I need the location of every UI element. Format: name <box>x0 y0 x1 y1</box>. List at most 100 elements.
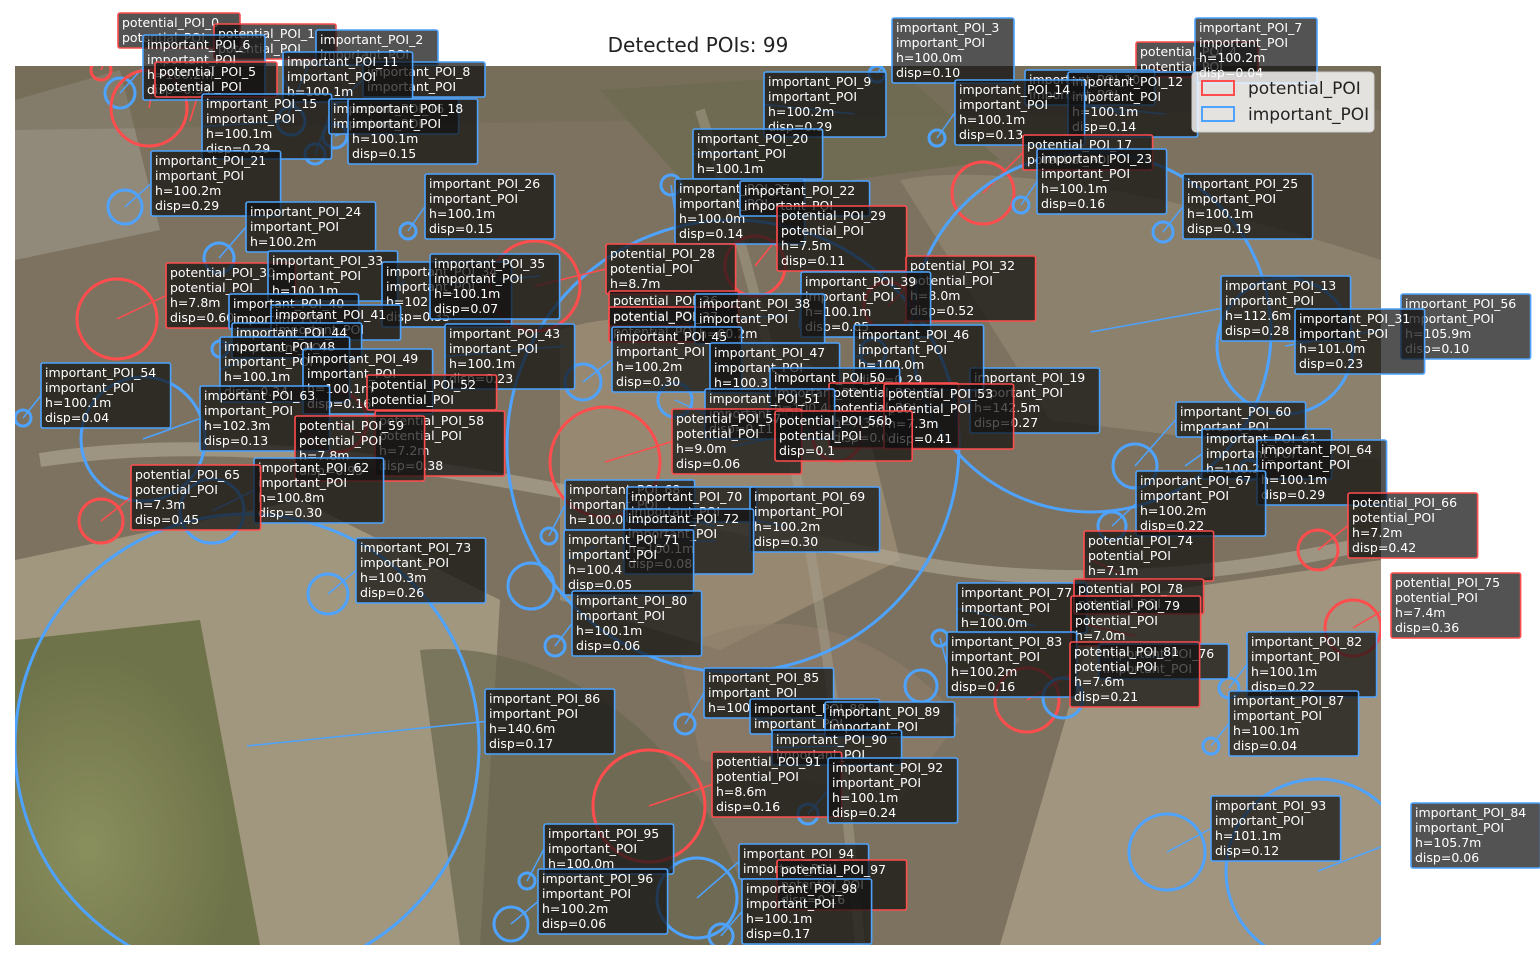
poi-label-text: important_POI_7important_POIh=100.2mdisp… <box>1199 20 1302 80</box>
poi-leader-important_POI_80 <box>554 623 573 647</box>
poi-leader-important_POI_45 <box>582 358 613 383</box>
poi-leader-important_POI_96 <box>510 900 539 925</box>
poi-leader-potential_POI_66 <box>1317 524 1349 551</box>
poi-circle-important_POI_98 <box>707 922 735 945</box>
poi-circle-potential_POI_17 <box>950 160 1016 226</box>
poi-leader-important_POI_95 <box>526 848 545 882</box>
poi-circle-important_POI_93 <box>1127 812 1207 892</box>
chart-title: Detected POIs: 99 <box>608 33 789 57</box>
poi-circle-important_POI_25 <box>1151 220 1175 244</box>
poi-circle-potential_POI_30 <box>75 277 159 361</box>
poi-leader-important_POI_26 <box>407 206 426 232</box>
poi-leader-important_POI_60 <box>1134 419 1177 467</box>
poi-leader-important_POI_63 <box>142 417 201 440</box>
poi-circle-important_POI_68 <box>539 526 559 546</box>
poi-circle-important_POI_84 <box>1224 777 1381 945</box>
poi-circle-potential_POI_65 <box>77 497 125 545</box>
poi-circle-important_POI_26 <box>398 221 418 241</box>
poi-leader-important_POI_54 <box>22 395 42 419</box>
legend: potential_POI important_POI <box>1191 71 1375 133</box>
poi-leader-important_POI_87 <box>1210 723 1230 747</box>
poi-circle-important_POI_73 <box>306 572 350 616</box>
poi-circle-important_POI_60 <box>1111 442 1159 490</box>
poi-circle-important_POI_54 <box>15 408 33 428</box>
poi-circle-important_POI_21 <box>106 188 144 226</box>
poi-leader-important_POI_86 <box>246 720 486 747</box>
poi-label-important_POI_7: important_POI_7important_POIh=100.2mdisp… <box>1194 17 1318 84</box>
poi-circle-important_POI_96 <box>492 905 530 943</box>
poi-leader-important_POI_25 <box>1162 206 1184 233</box>
legend-label-important: important_POI <box>1248 105 1369 125</box>
poi-leader-important_POI_13 <box>1090 307 1222 333</box>
poi-leader-potential_POI_65 <box>100 496 132 522</box>
poi-leader-important_POI_68 <box>548 504 566 537</box>
poi-leader-important_POI_98 <box>720 911 743 937</box>
poi-leader-important_POI_14 <box>936 112 956 139</box>
poi-leader-important_POI_24 <box>218 226 247 259</box>
poi-leader-important_POI_85 <box>684 692 705 725</box>
legend-label-potential: potential_POI <box>1248 79 1361 99</box>
poi-leader-important_POI_73 <box>327 569 357 595</box>
poi-leader-potential_POI_30 <box>116 294 167 320</box>
poi-leader-potential_POI_0 <box>100 66 104 71</box>
poi-leader-important_POI_93 <box>1166 827 1212 853</box>
